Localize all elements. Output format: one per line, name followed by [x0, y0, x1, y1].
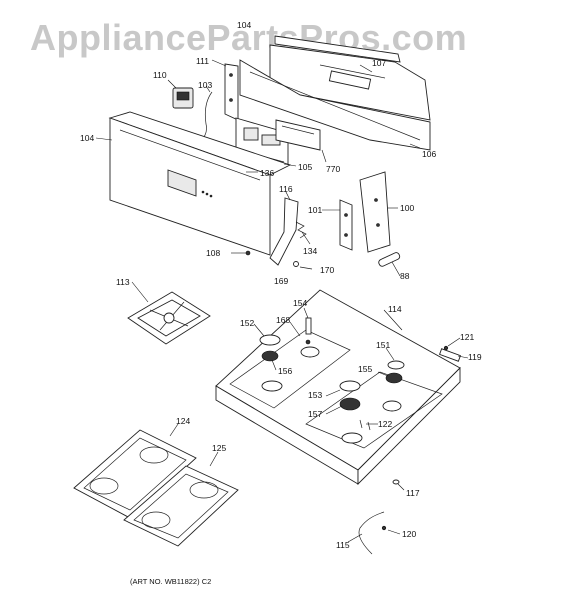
label-152: 152 [240, 318, 254, 328]
label-115: 115 [336, 540, 350, 550]
label-114: 114 [388, 304, 402, 314]
part-154-igniter[interactable] [305, 317, 312, 335]
part-120-screw[interactable] [381, 525, 387, 531]
label-124: 124 [176, 416, 190, 426]
part-157-burner-head[interactable] [339, 397, 363, 444]
part-151-burner-cap[interactable] [387, 360, 405, 370]
label-107: 107 [372, 58, 386, 68]
label-88: 88 [400, 271, 410, 281]
label-156: 156 [278, 366, 292, 376]
label-169: 169 [274, 276, 288, 286]
label-136: 136 [260, 168, 274, 178]
part-103-harness[interactable] [199, 91, 213, 143]
label-157: 157 [308, 409, 322, 419]
label-154: 154 [293, 298, 307, 308]
label-155: 155 [358, 364, 372, 374]
label-122: 122 [378, 419, 392, 429]
part-114-cooktop[interactable] [215, 289, 461, 486]
label-101: 101 [308, 205, 322, 215]
part-168-igniter[interactable] [305, 339, 311, 345]
label-100: 100 [400, 203, 414, 213]
part-770-board[interactable] [275, 119, 321, 151]
label-770: 770 [326, 164, 340, 174]
part-108-screw[interactable] [245, 250, 251, 256]
part-121-screw[interactable] [443, 345, 449, 351]
label-103: 103 [198, 80, 212, 90]
label-105: 105 [298, 162, 312, 172]
label-106: 106 [422, 149, 436, 159]
label-110: 110 [153, 70, 167, 80]
part-155-burner-head[interactable] [382, 372, 403, 412]
part-152-burner-cap[interactable] [259, 334, 281, 346]
label-104: 104 [80, 133, 94, 143]
watermark-text: AppliancePartsPros.com [30, 17, 467, 58]
label-120: 120 [402, 529, 416, 539]
part-111-bracket[interactable] [224, 63, 239, 121]
label-108: 108 [206, 248, 220, 258]
part-110-clock[interactable] [172, 87, 194, 109]
part-169-screw[interactable] [293, 261, 299, 267]
part-100-side-panel[interactable] [359, 171, 391, 253]
leader-lines [95, 59, 469, 543]
label-104-top: 104 [237, 20, 251, 30]
label-121: 121 [460, 332, 474, 342]
label-119: 119 [468, 352, 482, 362]
part-117-grommet[interactable] [392, 479, 400, 485]
part-119-bracket[interactable] [439, 348, 461, 362]
part-122-igniter[interactable] [359, 419, 371, 431]
part-104-control-panel[interactable] [108, 111, 292, 256]
part-124-drip-pan[interactable] [73, 429, 197, 519]
part-number-labels: 104 111 107 110 103 104 105 770 106 136 … [80, 20, 482, 550]
art-number-caption: (ART NO. WB11822) C2 [130, 577, 211, 586]
part-116-side-trim[interactable] [269, 197, 299, 266]
label-116: 116 [279, 184, 293, 194]
part-156-burner-head[interactable] [261, 346, 320, 392]
label-111: 111 [196, 56, 209, 66]
label-125: 125 [212, 443, 226, 453]
label-151: 151 [376, 340, 390, 350]
label-168: 168 [276, 315, 290, 325]
part-170-screw[interactable] [299, 266, 313, 270]
part-106-trim[interactable] [239, 59, 431, 151]
part-115-tube[interactable] [358, 511, 385, 555]
part-88-roller[interactable] [378, 252, 401, 268]
part-113-grate[interactable] [127, 291, 211, 345]
label-153: 153 [308, 390, 322, 400]
part-125-drip-pan[interactable] [123, 465, 239, 547]
label-117: 117 [406, 488, 420, 498]
part-153-burner-cap[interactable] [339, 380, 361, 392]
label-113: 113 [116, 277, 130, 287]
label-134: 134 [303, 246, 317, 256]
label-170: 170 [320, 265, 334, 275]
part-101-bracket[interactable] [339, 199, 353, 251]
